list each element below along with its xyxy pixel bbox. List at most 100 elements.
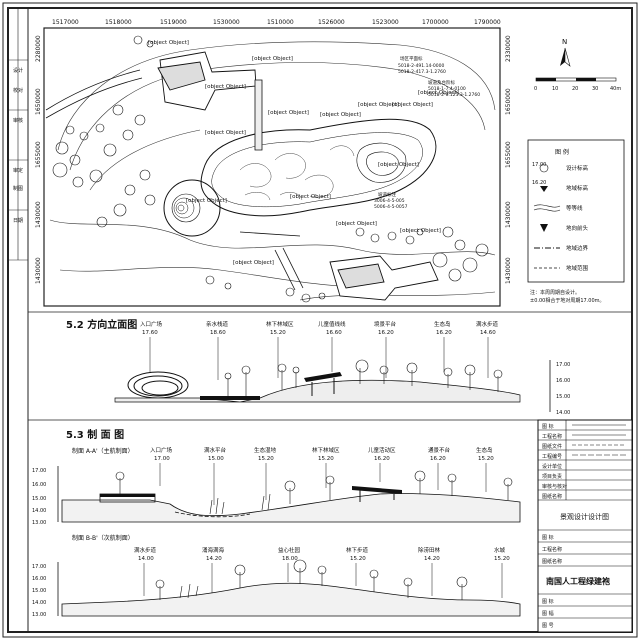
section-elev: 15.20 xyxy=(350,556,366,562)
scale-label: 14.00 xyxy=(32,600,46,606)
coord-top: 1700000 xyxy=(422,19,449,26)
scale-tick: 30 xyxy=(592,86,598,92)
section-label: 满水步道 xyxy=(476,320,499,328)
section-label: 生态湿地 xyxy=(254,446,277,454)
title-block-label: 图 标 xyxy=(542,423,554,430)
section-elev: 14.00 xyxy=(138,556,154,562)
scale-label: 17.00 xyxy=(32,468,46,474)
section-label: 林下步道 xyxy=(346,546,369,554)
title-block: 图 标 工程名称 图纸文件 工程编号 设计单位 项目负责 审核与核对 图纸名称 … xyxy=(537,419,633,633)
section-title: 5.2 方向立面图 xyxy=(66,318,137,331)
strip-label: 制图 xyxy=(13,185,23,192)
coord-top: 1519000 xyxy=(160,19,187,26)
section-elev: 15.00 xyxy=(208,456,224,462)
section-elev: 15.20 xyxy=(494,556,510,562)
title-block-label: 图 标 xyxy=(542,598,554,605)
elevation-label: [object Object] xyxy=(378,162,419,168)
scale-bar: 0 10 20 30 40m xyxy=(534,77,621,92)
scale-label: 13.00 xyxy=(32,520,46,526)
section-label: 亲水栈道 xyxy=(206,320,229,328)
strip-label: 审定 xyxy=(13,167,23,174)
elevation-label: [object Object] xyxy=(205,130,246,136)
scale-tick: 20 xyxy=(572,86,578,92)
title-block-label: 图纸名称 xyxy=(542,558,562,565)
section-elev: 15.20 xyxy=(258,456,274,462)
coord-top: 1518000 xyxy=(105,19,132,26)
elevation-label: [object Object] xyxy=(336,221,377,227)
section-elev: 17.60 xyxy=(142,330,158,336)
walkways xyxy=(45,69,304,291)
legend-title: 图 例 xyxy=(555,148,569,156)
elevation-label: [object Object] xyxy=(392,102,433,108)
section-label: 生态岛 xyxy=(476,446,493,454)
scale-label: 17.00 xyxy=(32,564,46,570)
scale-label: 15.00 xyxy=(32,496,46,502)
coord-right: 1650000 xyxy=(505,88,512,115)
section-elev: 16.20 xyxy=(436,330,452,336)
elevation-label: [object Object] xyxy=(320,112,361,118)
title-block-label: 工程编号 xyxy=(542,453,562,460)
scale-label: 16.00 xyxy=(32,576,46,582)
plan-note: 3006-4-5-005 xyxy=(374,198,405,204)
legend-label: 地域标高 xyxy=(566,184,589,192)
title-block-label: 图 标 xyxy=(542,534,554,541)
scale-label: 14.00 xyxy=(32,508,46,514)
section-label: 益心社园 xyxy=(278,546,301,554)
plan-notes: 场区平面标 5018-2-491.14-0000 5018-2-417.3-1.… xyxy=(374,55,480,210)
scale-label: 15.00 xyxy=(32,588,46,594)
section-label: 入口广场 xyxy=(150,446,173,454)
section-label: 通景不台 xyxy=(428,446,451,454)
coord-left: 1430000 xyxy=(35,201,42,228)
scale-label: 16.00 xyxy=(556,378,570,384)
title-block-label: 图纸文件 xyxy=(542,443,562,450)
section-elev: 14.60 xyxy=(480,330,496,336)
strip-label: 审核 xyxy=(13,117,23,124)
scale-label: 17.00 xyxy=(556,362,570,368)
legend-label: 地域范围 xyxy=(566,264,589,272)
strip-label: 校对 xyxy=(13,87,23,94)
section-label: 入口广场 xyxy=(140,320,163,328)
section-elev: 14.20 xyxy=(206,556,222,562)
coord-top: 1517000 xyxy=(52,19,79,26)
company-name: 南国人工程绿建袍 xyxy=(546,576,610,586)
section-elev: 16.20 xyxy=(378,330,394,336)
section-label: 儿童活动区 xyxy=(368,446,396,454)
legend-label: 等等线 xyxy=(566,204,583,212)
title-block-label: 图纸名称 xyxy=(542,493,562,500)
coord-top: 1790000 xyxy=(474,19,501,26)
elevation-label: [object Object] xyxy=(252,56,293,62)
legend-note: 注：本周周期自设计。 xyxy=(530,289,580,296)
inner-border xyxy=(7,7,633,633)
coord-right: 2330000 xyxy=(505,35,512,62)
coord-right: 1430000 xyxy=(505,201,512,228)
scale-label: 16.00 xyxy=(32,482,46,488)
elevation-label: [object Object] xyxy=(268,110,309,116)
title-block-label: 项目负责 xyxy=(542,473,562,480)
section-elev: 18.00 xyxy=(282,556,298,562)
island-outline xyxy=(200,118,437,217)
scale-label: 13.00 xyxy=(32,612,46,618)
section-label: 水城 xyxy=(494,546,506,554)
legend-label: 地域边界 xyxy=(566,244,589,252)
plan-note: 5018-2-491.14-0000 xyxy=(398,63,445,69)
section-label: 除涝田林 xyxy=(418,546,441,554)
buildings xyxy=(157,51,439,301)
entrance-plaza xyxy=(163,179,221,237)
elevation-label: [object Object] xyxy=(418,90,459,96)
elevation-label: [object Object] xyxy=(358,102,399,108)
section-label: 满水步道 xyxy=(134,546,157,554)
coord-top: 1510000 xyxy=(267,19,294,26)
section-title: 5.3 制 面 图 xyxy=(66,428,124,441)
coord-top: 1526000 xyxy=(318,19,345,26)
title-block-label: 工程名称 xyxy=(542,546,562,553)
plan-note: 5006-4-5-0057 xyxy=(374,204,408,210)
strip-label: 日期 xyxy=(13,218,23,224)
section-label: 满水平台 xyxy=(204,446,227,454)
title-block-label: 工程名称 xyxy=(542,433,562,440)
title-block-label: 审核与核对 xyxy=(542,483,567,490)
section-elev: 16.60 xyxy=(326,330,342,336)
coord-right: 1655000 xyxy=(505,141,512,168)
section-label: 涌海满海 xyxy=(202,546,225,554)
section-label: 儿童值线线 xyxy=(318,320,346,328)
